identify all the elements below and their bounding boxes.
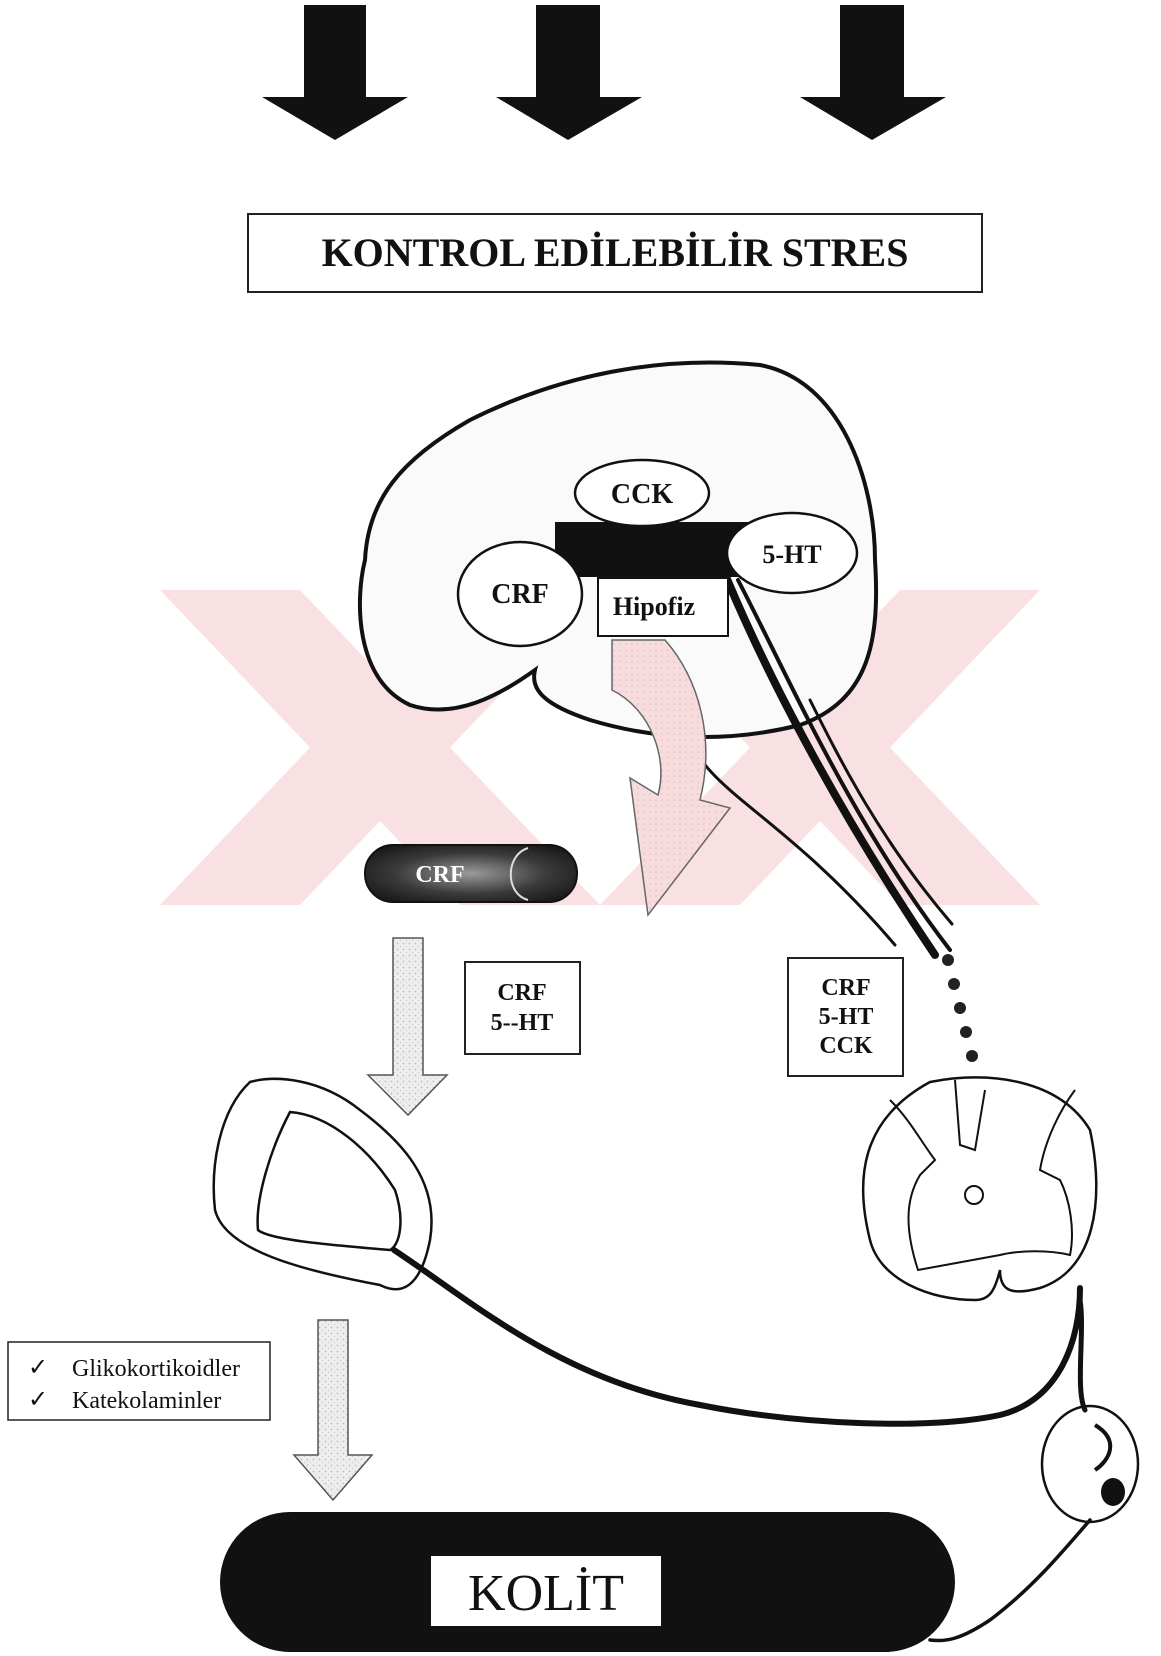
crf-node: CRF — [458, 542, 582, 646]
right-mediator-box: CRF 5-HT CCK — [788, 958, 903, 1076]
svg-text:CRF: CRF — [415, 862, 464, 888]
hipofiz-box: Hipofiz — [598, 578, 728, 636]
adrenal-gland — [214, 1079, 432, 1289]
down-arrow-icon — [294, 1320, 372, 1500]
adrenal-pill: CRF — [365, 845, 577, 902]
outcome-label: KOLİT — [468, 1565, 624, 1622]
svg-text:Glikokortikoidler: Glikokortikoidler — [72, 1356, 240, 1382]
svg-text:5-HT: 5-HT — [819, 1004, 874, 1030]
svg-text:Katekolaminler: Katekolaminler — [72, 1388, 221, 1414]
svg-text:CRF: CRF — [497, 980, 546, 1006]
spinal-cord — [863, 1077, 1096, 1300]
svg-text:CRF: CRF — [491, 579, 549, 610]
down-arrow-icon — [800, 5, 946, 140]
down-arrow-icon — [368, 938, 447, 1115]
svg-text:5--HT: 5--HT — [491, 1010, 554, 1036]
hormones-box: ✓ Glikokortikoidler ✓ Katekolaminler — [8, 1342, 270, 1420]
ganglion — [1042, 1406, 1138, 1522]
svg-text:CRF: CRF — [821, 975, 870, 1001]
title-box: KONTROL EDİLEBİLİR STRES — [248, 214, 982, 292]
down-arrow-icon — [496, 5, 642, 140]
svg-text:Hipofiz: Hipofiz — [613, 592, 695, 621]
svg-text:5-HT: 5-HT — [762, 540, 821, 569]
serotonin-node: 5-HT — [727, 513, 857, 593]
colitis-capsule: KOLİT — [220, 1512, 955, 1652]
left-mediator-box: CRF 5--HT — [465, 962, 580, 1054]
cck-node: CCK — [575, 460, 709, 526]
title: KONTROL EDİLEBİLİR STRES — [322, 230, 909, 275]
svg-text:CCK: CCK — [611, 479, 673, 510]
svg-text:CCK: CCK — [819, 1033, 873, 1059]
down-arrow-icon — [262, 5, 408, 140]
checkmark-icon: ✓ — [28, 1355, 48, 1381]
stressor-arrows — [262, 5, 946, 140]
checkmark-icon: ✓ — [28, 1387, 48, 1413]
